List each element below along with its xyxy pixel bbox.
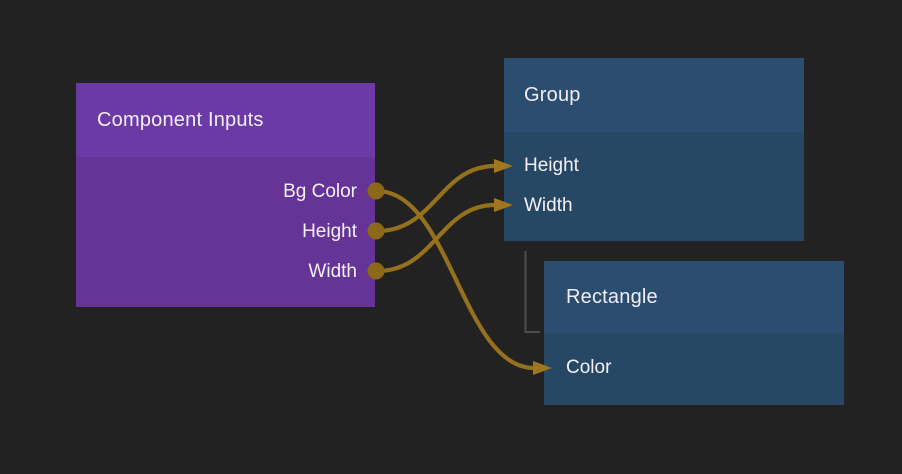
input-port-height[interactable]: Height — [504, 146, 804, 186]
node-title: Rectangle — [566, 285, 658, 308]
port-label: Color — [566, 357, 612, 378]
port-label: Width — [524, 195, 573, 216]
node-group[interactable]: Group Height Width — [504, 58, 804, 241]
port-label: Height — [524, 155, 579, 176]
node-group-body: Height Width — [504, 132, 804, 241]
port-dot-width[interactable] — [367, 262, 385, 280]
node-component-inputs-header[interactable]: Component Inputs — [76, 83, 375, 157]
node-rectangle-header[interactable]: Rectangle — [544, 261, 844, 333]
port-label: Bg Color — [283, 181, 357, 202]
output-port-width[interactable]: Width — [76, 252, 375, 292]
hierarchy-connector-group-rectangle — [524, 251, 540, 333]
node-title: Group — [524, 83, 581, 106]
output-port-height[interactable]: Height — [76, 212, 375, 252]
node-rectangle[interactable]: Rectangle Color — [544, 261, 844, 405]
node-title: Component Inputs — [97, 108, 264, 131]
node-component-inputs[interactable]: Component Inputs Bg Color Height Width — [76, 83, 375, 307]
wire-height-to-group-height[interactable] — [376, 163, 496, 234]
input-port-width[interactable]: Width — [504, 186, 804, 226]
port-label: Width — [308, 261, 357, 282]
node-group-header[interactable]: Group — [504, 58, 804, 132]
input-port-color[interactable]: Color — [544, 348, 844, 388]
node-rectangle-body: Color — [544, 333, 844, 405]
node-component-inputs-body: Bg Color Height Width — [76, 157, 375, 307]
arrowhead-group-height-input[interactable] — [494, 159, 513, 173]
port-label: Height — [302, 221, 357, 242]
port-dot-bg-color[interactable] — [367, 182, 385, 200]
wire-width-to-group-width[interactable] — [376, 202, 496, 274]
port-dot-height[interactable] — [367, 222, 385, 240]
arrowhead-group-width-input[interactable] — [494, 198, 513, 212]
output-port-bg-color[interactable]: Bg Color — [76, 172, 375, 212]
wire-bgcolor-to-rectangle-color[interactable] — [376, 188, 535, 371]
arrowhead-rectangle-color-input[interactable] — [533, 361, 552, 375]
